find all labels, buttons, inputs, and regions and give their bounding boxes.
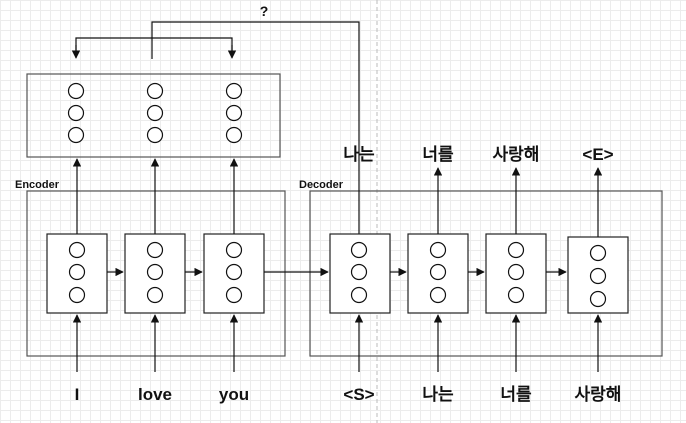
encoder-label: Encoder — [15, 179, 60, 191]
decoder-cell-2-neuron-2 — [429, 263, 447, 281]
decoder-cell-1-neuron-3 — [350, 286, 368, 304]
decoder-cell-2-neuron-3 — [429, 286, 447, 304]
context-column-1-neuron-3 — [67, 126, 85, 144]
context-column-1-neuron-1 — [67, 82, 85, 100]
encoder-cell-2-neuron-2 — [146, 263, 164, 281]
encoder-cell-2-neuron-3 — [146, 286, 164, 304]
decoder-cell-1-neuron-2 — [350, 263, 368, 281]
encoder-cell-1-neuron-2 — [68, 263, 86, 281]
decoder-label: Decoder — [299, 179, 344, 191]
decoder-input-word-1: <S> — [343, 385, 374, 404]
encoder-cell-1-neuron-1 — [68, 241, 86, 259]
context-vector-box — [26, 73, 281, 158]
decoder-output-word-1: 나는 — [343, 145, 375, 164]
attention-bracket — [75, 37, 233, 57]
decoder-input-word-3: 너를 — [500, 385, 532, 404]
decoder-input-word-4: 사랑해 — [575, 385, 622, 404]
context-column-3-neuron-2 — [225, 104, 243, 122]
encoder-input-word-1: I — [75, 385, 80, 404]
decoder-cell-3-neuron-3 — [507, 286, 525, 304]
decoder-cell-2-neuron-1 — [429, 241, 447, 259]
context-column-1-neuron-2 — [67, 104, 85, 122]
encoder-box — [26, 190, 286, 357]
encoder-cell-3-neuron-1 — [225, 241, 243, 259]
decoder-cell-4-neuron-2 — [589, 267, 607, 285]
attention-question-mark: ? — [260, 3, 269, 19]
encoder-cell-2-neuron-1 — [146, 241, 164, 259]
encoder-cell-3-neuron-3 — [225, 286, 243, 304]
encoder-cell-1-neuron-3 — [68, 286, 86, 304]
decoder-cell-3-neuron-1 — [507, 241, 525, 259]
decoder-input-word-2: 나는 — [422, 385, 454, 404]
decoder-output-word-4: <E> — [582, 145, 613, 164]
decoder-output-word-2: 너를 — [422, 145, 454, 164]
decoder-cell-3-neuron-2 — [507, 263, 525, 281]
context-column-2-neuron-3 — [146, 126, 164, 144]
context-column-2-neuron-2 — [146, 104, 164, 122]
decoder-cell-1-neuron-1 — [350, 241, 368, 259]
decoder-cell-4-neuron-1 — [589, 244, 607, 262]
decoder-box — [309, 190, 663, 357]
encoder-cell-3-neuron-2 — [225, 263, 243, 281]
encoder-input-word-2: love — [138, 385, 172, 404]
encoder-input-word-3: you — [219, 385, 249, 404]
context-column-2-neuron-1 — [146, 82, 164, 100]
decoder-output-word-3: 사랑해 — [493, 145, 540, 164]
context-column-3-neuron-3 — [225, 126, 243, 144]
context-column-3-neuron-1 — [225, 82, 243, 100]
decoder-cell-4-neuron-3 — [589, 290, 607, 308]
attention-feedback-line — [151, 21, 360, 234]
